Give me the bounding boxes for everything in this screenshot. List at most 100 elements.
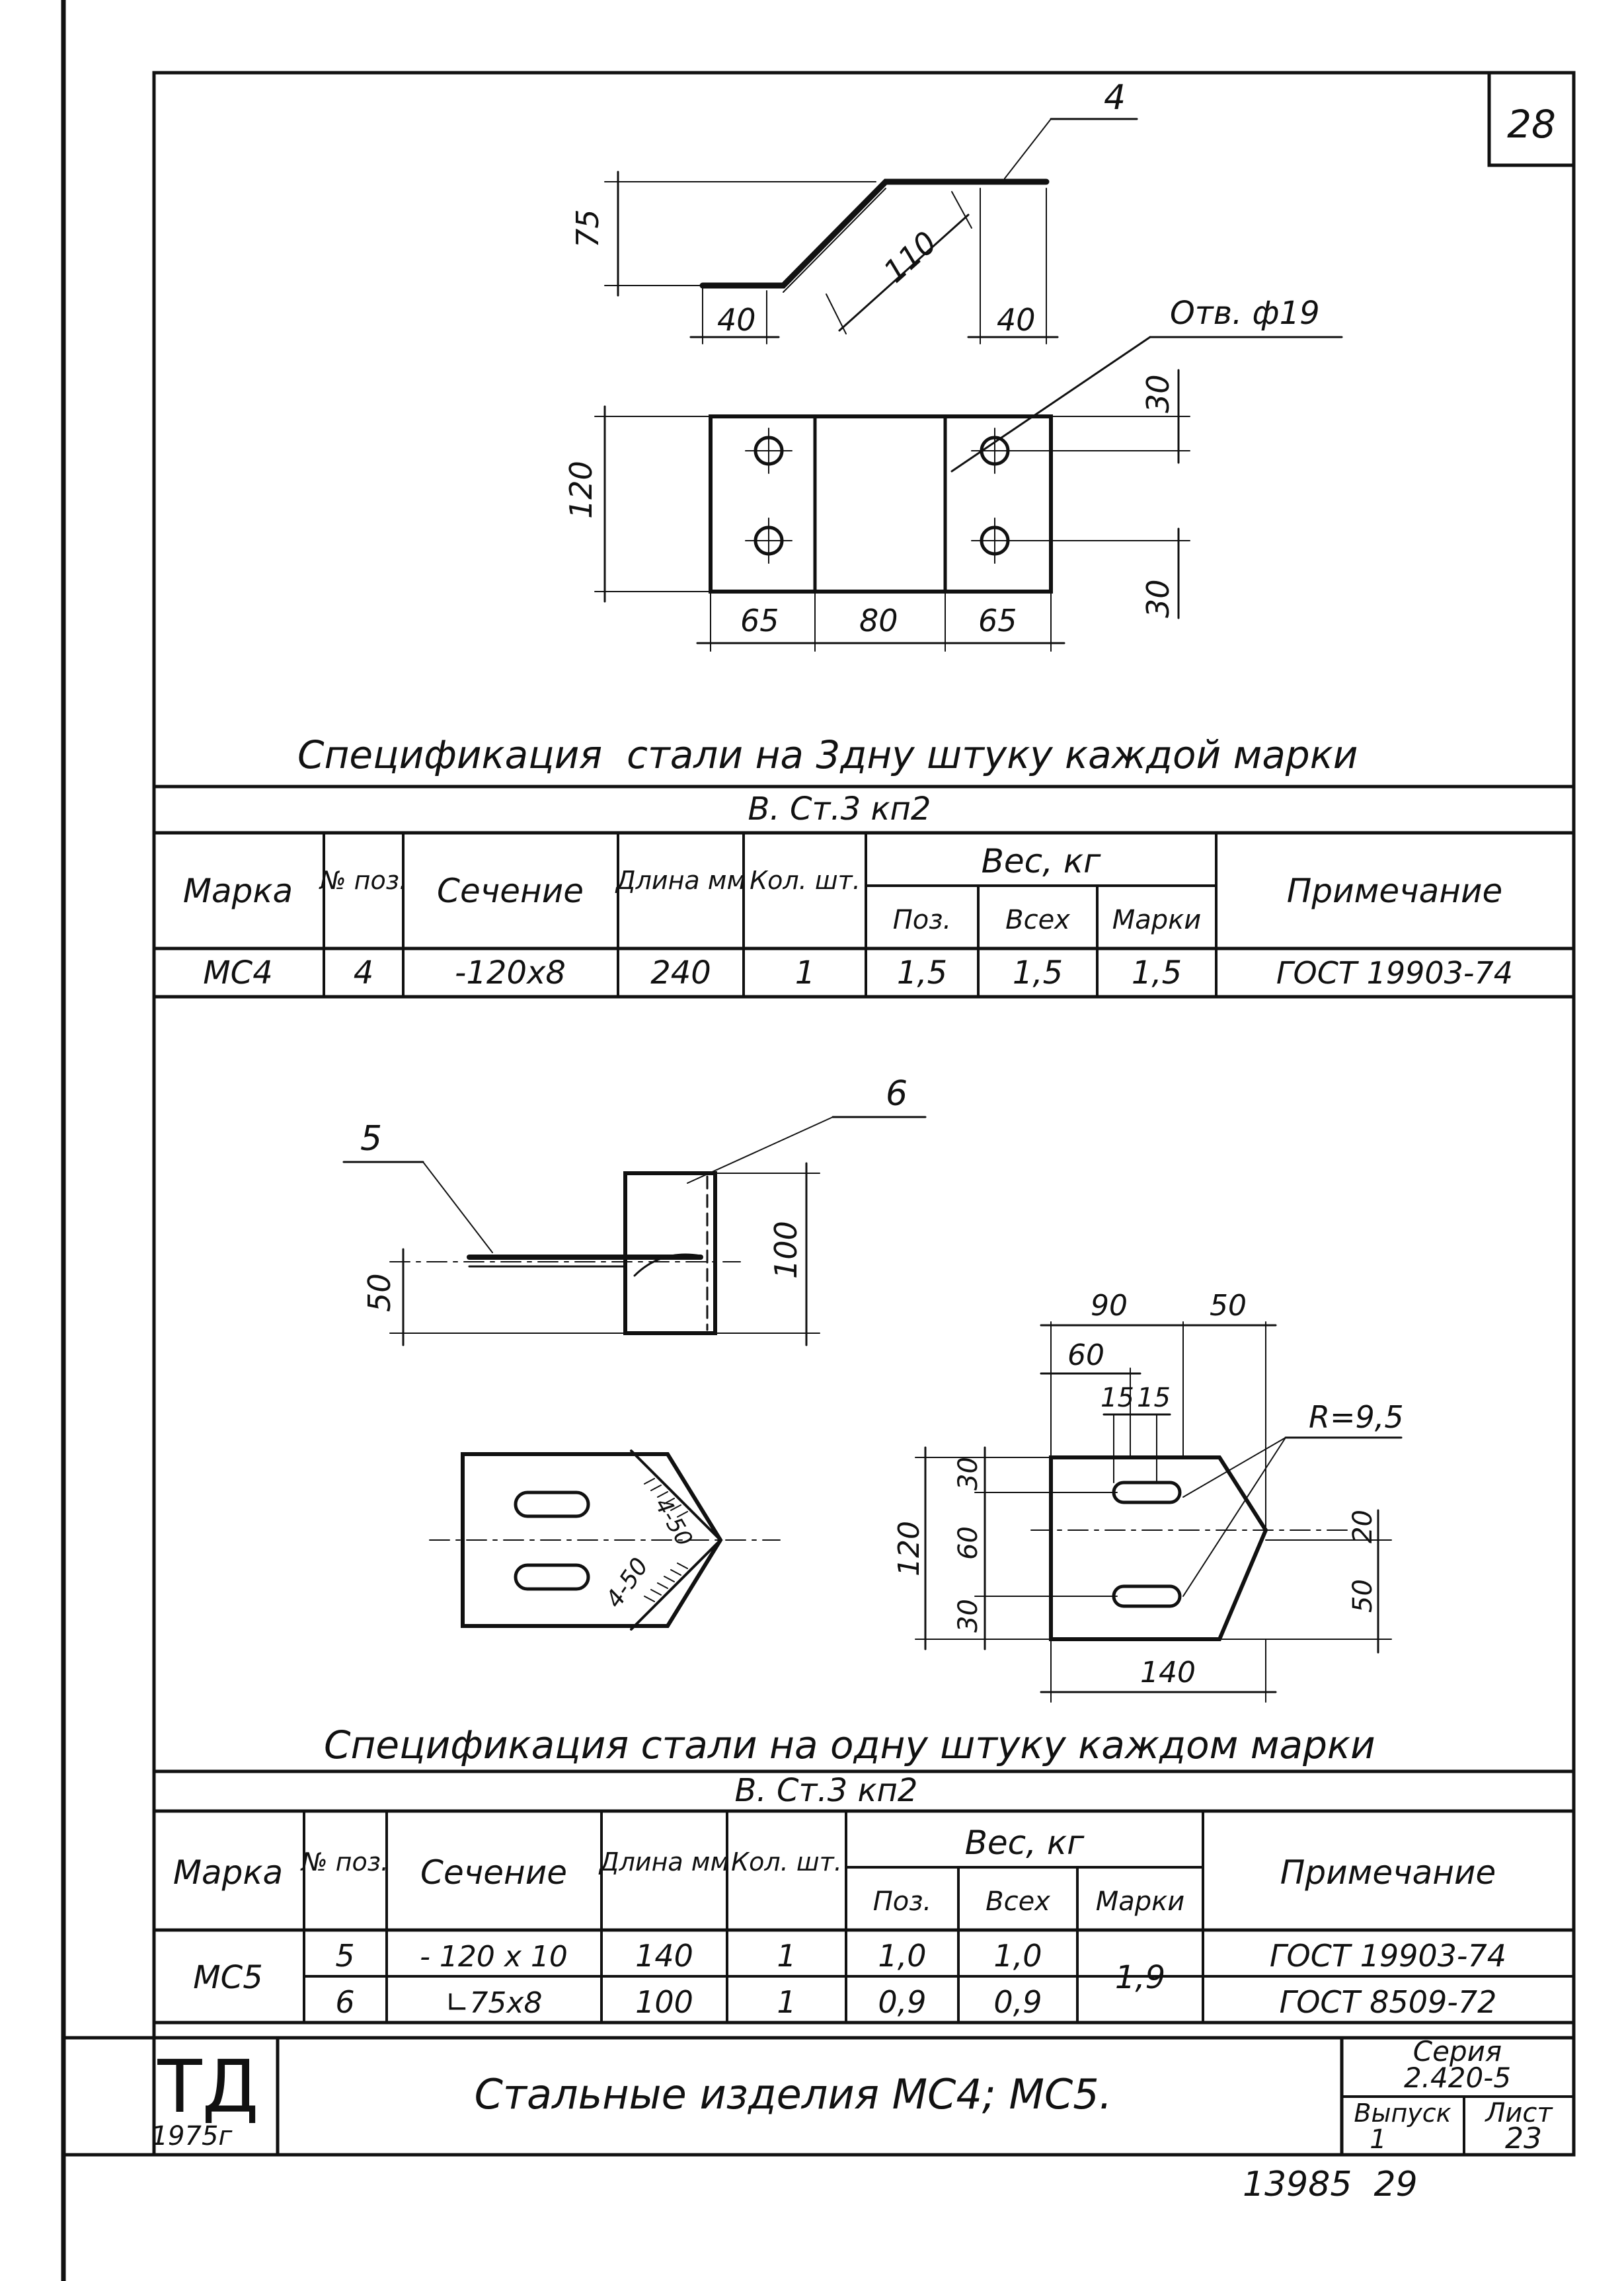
spec1-h-wpos: Поз. [893,905,952,935]
dim-30-bottom: 30 [1140,579,1176,618]
dim-15a: 15 [1101,1383,1134,1413]
dim-140: 140 [1140,1656,1196,1689]
spec1-steel: В. Ст.3 кп2 [748,791,931,828]
dim-40-left: 40 [717,302,756,338]
spec1-row: МС4 4 -120х8 240 1 1,5 1,5 1,5 ГОСТ 1990… [203,954,1513,991]
dim-60: 60 [1067,1338,1104,1372]
dim-120-mc5: 120 [892,1521,926,1576]
spec1-h-weight: Вес, кг [982,842,1102,880]
dim-radius: R=9,5 [1309,1399,1404,1435]
spec2-h-length: Длина мм [598,1847,729,1876]
spec2-table-lines [152,1769,1576,2025]
spec1-h-pos: № поз. [319,866,407,895]
dim-65-left: 65 [740,603,779,638]
dim-65-right: 65 [978,603,1017,638]
cell-mark: МС4 [203,954,272,991]
dim-50-side: 50 [362,1273,397,1312]
spec2-h-wmark: Марки [1096,1886,1185,1917]
dim-100: 100 [768,1221,804,1279]
cell-qty: 1 [795,954,816,991]
series-label: Серия [1413,2035,1502,2068]
callout-6: 6 [886,1074,908,1114]
sheet-number: 28 [1507,102,1556,147]
hole-label: Отв. ф19 [1170,295,1320,332]
cell-wmark: 1,5 [1132,954,1182,991]
spec2-h-mark: Марка [173,1853,283,1892]
footer-stamp: 13985 29 [1243,2165,1418,2204]
drawing-title: Стальные изделия МС4; МС5. [475,2070,1112,2118]
mc4-plan-view [594,369,1190,652]
weld-label-a: 4-50 [649,1494,697,1551]
series-value: 2.420-5 [1404,2062,1511,2094]
spec1-h-section: Сечение [437,872,584,910]
sheet-value: 23 [1505,2122,1542,2155]
cell-note: ГОСТ 8509-72 [1280,1984,1497,2020]
dim-50-top: 50 [1210,1289,1247,1323]
cell-wall: 1,0 [993,1938,1042,1974]
dim-15b: 15 [1137,1383,1171,1413]
cell-wall: 1,5 [1013,954,1063,991]
spec2-h-qty: Кол. шт. [731,1847,842,1876]
spec2-h-weight: Вес, кг [965,1824,1085,1862]
cell-length: 140 [635,1938,693,1974]
spec2-h-wpos: Поз. [873,1886,932,1917]
sheet-frame [152,71,1576,2157]
spec1-h-wmark: Марки [1112,905,1202,935]
spec1-table-lines [152,785,1576,999]
spec2-title: Спецификация стали на одну штуку каждом … [324,1722,1375,1767]
mc5-view-angle [429,1450,781,1631]
cell-pos: 6 [335,1984,354,2020]
dim-30-v-bottom: 30 [953,1599,984,1633]
callout-pos-4: 4 [1104,78,1126,118]
cell-wall: 0,9 [993,1984,1042,2020]
dim-60-v: 60 [953,1526,984,1560]
cell-length: 240 [650,954,711,991]
spec2-h-pos: № поз. [300,1847,389,1876]
dim-90: 90 [1091,1289,1128,1323]
spec1-h-mark: Марка [183,872,293,910]
dim-40-right: 40 [997,302,1036,338]
mc4-side-view [604,118,1138,344]
weld-label-b: 4-50 [601,1553,654,1613]
spec1-h-note: Примечание [1287,872,1502,910]
sheet-number-box [1487,71,1576,167]
mc5-plan-view [915,1321,1403,1703]
sheet-label: Лист [1484,2098,1553,2128]
spec2-row: 6 ∟75х8 100 1 0,9 0,9 ГОСТ 8509-72 [335,1984,1496,2020]
spec2-steel: В. Ст.3 кп2 [735,1772,918,1809]
spec1-h-wall: Всех [1005,905,1070,935]
issue-value: 1 [1370,2124,1386,2155]
dim-80: 80 [859,603,898,638]
dim-120: 120 [563,461,599,519]
cell-wpos: 1,0 [878,1938,926,1974]
cell-note: ГОСТ 19903-74 [1270,1938,1506,1974]
cell-pos: 4 [354,954,374,991]
cell-length: 100 [635,1984,693,2020]
spec2-h-section: Сечение [420,1853,567,1892]
callout-5: 5 [360,1119,382,1159]
cell-pos: 5 [335,1938,354,1974]
spec2-row: 5 - 120 х 10 140 1 1,0 1,0 ГОСТ 19903-74 [335,1938,1506,1974]
spec2-h-wall: Всех [986,1886,1050,1917]
dim-30-top: 30 [1140,374,1176,413]
issue-label: Выпуск [1354,2099,1451,2128]
cell-qty: 1 [777,1984,796,2020]
cell-section: - 120 х 10 [420,1940,568,1974]
spec2-h-note: Примечание [1280,1853,1496,1892]
spec2-wmark: 1,9 [1115,1959,1165,1996]
mc5-side-view [342,1116,927,1346]
dim-50-v: 50 [1348,1579,1378,1613]
cell-wpos: 0,9 [878,1984,926,2020]
dim-20: 20 [1348,1510,1378,1543]
cell-section: ∟75х8 [445,1986,543,2020]
title-block-lines [276,2036,1575,2157]
spec1-title: Спецификация стали на 3дну штуку каждой … [297,732,1358,777]
cell-qty: 1 [777,1938,796,1974]
spec2-mark: МС5 [193,1959,262,1996]
title-year: 1975г [151,2121,233,2151]
cell-wpos: 1,5 [897,954,947,991]
cell-note: ГОСТ 19903-74 [1276,955,1513,991]
dim-110: 110 [876,224,943,290]
dim-75: 75 [570,209,605,248]
